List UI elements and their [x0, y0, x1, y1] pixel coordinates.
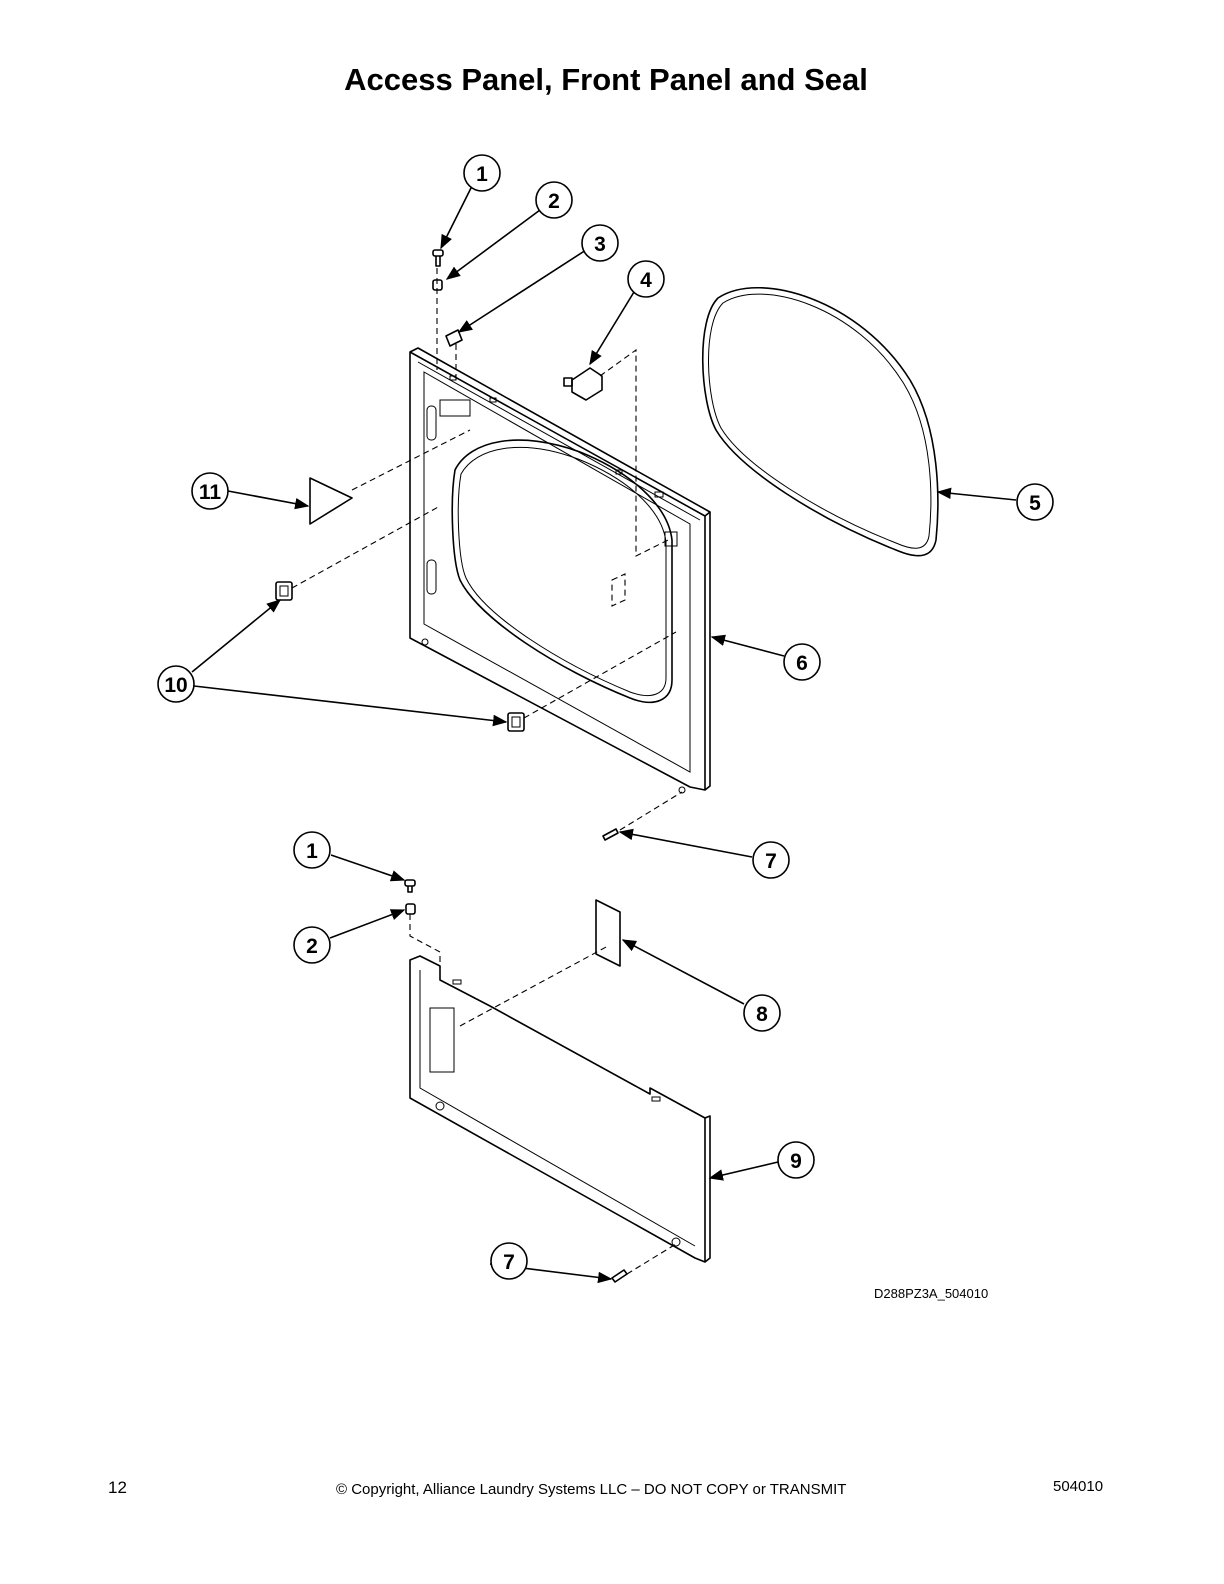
- svg-text:1: 1: [476, 163, 488, 186]
- svg-text:7: 7: [503, 1251, 515, 1274]
- svg-text:9: 9: [790, 1150, 802, 1173]
- clip-top: [445, 329, 463, 347]
- callout-6: 6: [783, 643, 821, 681]
- callout-1-top: 1: [463, 154, 501, 192]
- screw-top: [432, 249, 444, 267]
- svg-text:8: 8: [756, 1003, 768, 1026]
- svg-text:10: 10: [164, 674, 187, 697]
- copyright-notice: © Copyright, Alliance Laundry Systems LL…: [336, 1481, 847, 1498]
- door-switch: [563, 367, 603, 401]
- callout-3: 3: [581, 224, 619, 262]
- hinge-upper: [275, 581, 293, 601]
- label-plate: [595, 899, 621, 967]
- svg-text:2: 2: [548, 190, 560, 213]
- spacer-access: [405, 903, 416, 915]
- svg-text:6: 6: [796, 652, 808, 675]
- screw-access-bottom: [611, 1269, 628, 1283]
- front-panel: [409, 347, 711, 794]
- screw-front-panel: [602, 828, 619, 841]
- document-number: 504010: [1053, 1478, 1104, 1495]
- svg-text:7: 7: [765, 850, 777, 873]
- callout-2-bottom: 2: [293, 926, 331, 964]
- callout-11: 11: [191, 472, 229, 510]
- svg-text:4: 4: [640, 269, 652, 292]
- callout-4: 4: [627, 260, 665, 298]
- callout-7-bottom: 7: [490, 1242, 528, 1280]
- svg-text:5: 5: [1029, 492, 1041, 515]
- svg-text:11: 11: [199, 481, 222, 504]
- screw-access-top: [404, 879, 416, 893]
- hinge-lower: [507, 712, 525, 732]
- callout-5: 5: [1016, 483, 1054, 521]
- callout-7-middle: 7: [752, 841, 790, 879]
- svg-text:3: 3: [594, 233, 606, 256]
- door-seal: [701, 286, 939, 557]
- page-number: 12: [108, 1478, 127, 1497]
- callout-1-bottom: 1: [293, 831, 331, 869]
- svg-text:1: 1: [306, 840, 318, 863]
- callout-9: 9: [777, 1141, 815, 1179]
- access-panel: [409, 955, 711, 1263]
- page-title: Access Panel, Front Panel and Seal: [344, 62, 868, 97]
- callout-10: 10: [157, 665, 195, 703]
- callout-2-top: 2: [535, 181, 573, 219]
- callout-8: 8: [743, 994, 781, 1032]
- diagram-reference: D288PZ3A_504010: [874, 1286, 989, 1301]
- assembly-lines: [291, 268, 683, 1275]
- door-strike: [309, 477, 353, 525]
- svg-text:2: 2: [306, 935, 318, 958]
- leader-lines: [191, 185, 1017, 1284]
